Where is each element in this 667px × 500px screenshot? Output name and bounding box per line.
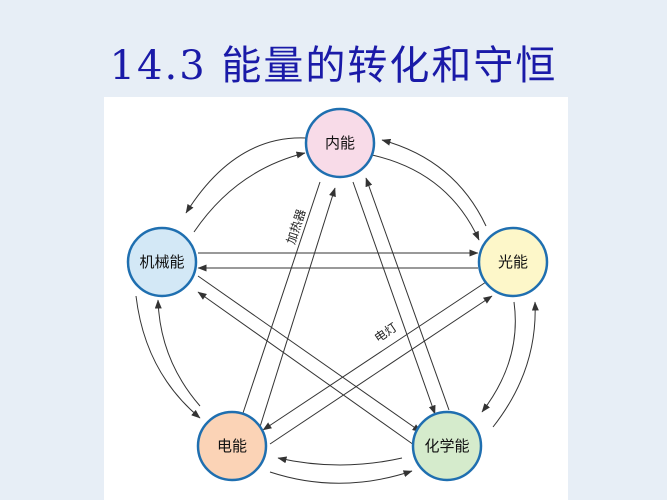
arrow-internal-to-chemical bbox=[352, 181, 436, 415]
arrow-chemical-to-electric bbox=[277, 456, 403, 466]
node-mechanical-label: 机械能 bbox=[139, 253, 184, 271]
arrow-chemical-to-internal bbox=[365, 177, 450, 411]
page-title: 14.3 能量的转化和守恒 bbox=[109, 43, 558, 89]
arrow-light-to-electric bbox=[262, 281, 487, 431]
arrow-electric-to-chemical bbox=[269, 470, 413, 484]
arrow-internal-to-mechanical bbox=[185, 137, 307, 214]
arrow-chemical-to-mechanical bbox=[197, 291, 415, 446]
node-light-label: 光能 bbox=[498, 253, 528, 271]
arrow-internal-to-light bbox=[371, 154, 480, 241]
node-light: 光能 bbox=[477, 226, 549, 298]
arrow-light-to-chemical bbox=[481, 301, 516, 413]
node-internal-label: 内能 bbox=[325, 134, 355, 152]
arrow-electric-to-light bbox=[269, 295, 493, 445]
arrow-mechanical-to-electric bbox=[135, 295, 201, 419]
arrow-mechanical-to-chemical bbox=[197, 275, 422, 433]
node-chemical: 化学能 bbox=[411, 410, 483, 482]
node-internal: 内能 bbox=[304, 107, 376, 179]
arrow-internal-to-electric bbox=[239, 181, 321, 423]
node-electric: 电能 bbox=[196, 410, 268, 482]
arrow-mechanical-to-internal bbox=[193, 151, 306, 233]
node-chemical-label: 化学能 bbox=[424, 437, 469, 455]
arrow-electric-to-mechanical bbox=[154, 299, 201, 407]
node-electric-label: 电能 bbox=[217, 437, 247, 455]
lamp-label: 电灯 bbox=[372, 320, 400, 345]
arrow-light-to-internal bbox=[381, 138, 487, 227]
arrow-electric-to-internal bbox=[258, 187, 336, 431]
node-mechanical: 机械能 bbox=[126, 226, 198, 298]
arrow-chemical-to-light bbox=[492, 301, 539, 428]
arrows bbox=[135, 137, 539, 484]
